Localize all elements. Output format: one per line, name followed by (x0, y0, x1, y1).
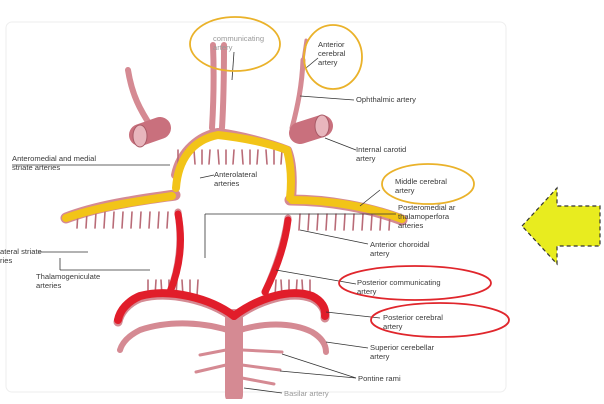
mca-right-branches (380, 214, 381, 230)
label-basilar-artery: Basilar artery (284, 389, 329, 398)
mca-right-branches (317, 214, 318, 230)
mca-left-branches (104, 212, 105, 228)
label-posterior-cerebral-artery: Posterior cerebral artery (383, 313, 443, 331)
internal-carotid-left-end (133, 125, 147, 147)
label-lateral-striate: ateral striate ries (0, 247, 42, 265)
mca-left-branches (95, 212, 96, 228)
anteromedial-branches (266, 150, 267, 164)
label-anterior-choroidal-artery: Anterior choroidal artery (370, 240, 430, 258)
leader-communicating (232, 52, 234, 80)
leader-anterior-cerebral (306, 58, 318, 68)
mca-right-branches (299, 214, 300, 230)
label-anterolateral-arteries: Anterolateral arteries (214, 170, 257, 188)
thalamogeniculate-left-branches (197, 280, 198, 296)
mca-left-branches (158, 212, 159, 228)
anterior-cerebral-right (222, 45, 224, 128)
internal-carotid-right-end (315, 115, 329, 137)
leader-ophthalmic (300, 96, 354, 100)
pontine-rami-right-2 (242, 365, 280, 370)
yellow-anterior-arch (176, 135, 291, 198)
label-communicating-artery: communicating artery (213, 34, 264, 52)
label-middle-cerebral-artery: Middle cerebral artery (395, 177, 447, 195)
anteromedial-branches (242, 150, 243, 164)
label-posterior-communicating-artery: Posterior communicating artery (357, 278, 441, 296)
anteromedial-branches (209, 150, 210, 164)
pontine-rami-right-1 (242, 350, 282, 352)
mca-left-branches (167, 212, 168, 228)
mca-right-branches (353, 214, 354, 230)
pontine-rami-left-2 (196, 365, 226, 372)
sca-right-vessel (234, 325, 326, 353)
pontine-rami-left-1 (200, 350, 226, 355)
mca-left-branches (113, 212, 114, 228)
leader-anterior-choroidal (300, 230, 368, 244)
mca-left-branches (149, 212, 150, 228)
mca-right-branches (326, 214, 327, 230)
pontine-rami-right-3 (242, 378, 274, 384)
leader-middle-cerebral (360, 190, 380, 206)
mca-right-branches (344, 214, 345, 230)
vessels (66, 40, 402, 395)
label-superior-cerebellar-artery: Superior cerebellar artery (370, 343, 434, 361)
mca-right-branches (308, 214, 309, 230)
mca-left-branches (140, 212, 141, 228)
leader-superior-cerebellar (326, 342, 368, 348)
label-ophthalmic-artery: Ophthalmic artery (356, 95, 416, 104)
mca-right-branches (335, 214, 336, 230)
label-anteromedial-striate: Anteromedial and medial striate arteries (12, 154, 96, 172)
label-thalamogeniculate-arteries: Thalamogeniculate arteries (36, 272, 100, 290)
mca-right-branches (362, 214, 363, 230)
sca-left-vessel (120, 323, 234, 350)
mca-right-branches (371, 214, 372, 230)
ophthalmic-right (292, 60, 303, 128)
red-pcom-left (170, 214, 181, 292)
anteromedial-branches (218, 150, 219, 164)
leader-anterolateral (200, 175, 214, 178)
anterior-cerebral-left (212, 45, 214, 128)
ophthalmic-left (128, 70, 152, 128)
label-posteromedial: Posteromedial ar thalamoperfora arteries (398, 203, 455, 230)
anteromedial-branches (194, 150, 195, 164)
mca-left-branches (122, 212, 123, 228)
leader-internal-carotid (325, 138, 356, 150)
label-anterior-cerebral-artery: Anterior cerebral artery (318, 40, 345, 67)
label-pontine-rami: Pontine rami (358, 374, 401, 383)
anteromedial-branches (257, 150, 258, 164)
label-internal-carotid-artery: Internal carotid artery (356, 145, 406, 163)
mca-left-branches (131, 212, 132, 228)
red-pca-left (118, 293, 234, 320)
anteromedial-branches (233, 150, 234, 164)
dashed-left-arrow-icon (522, 188, 600, 264)
